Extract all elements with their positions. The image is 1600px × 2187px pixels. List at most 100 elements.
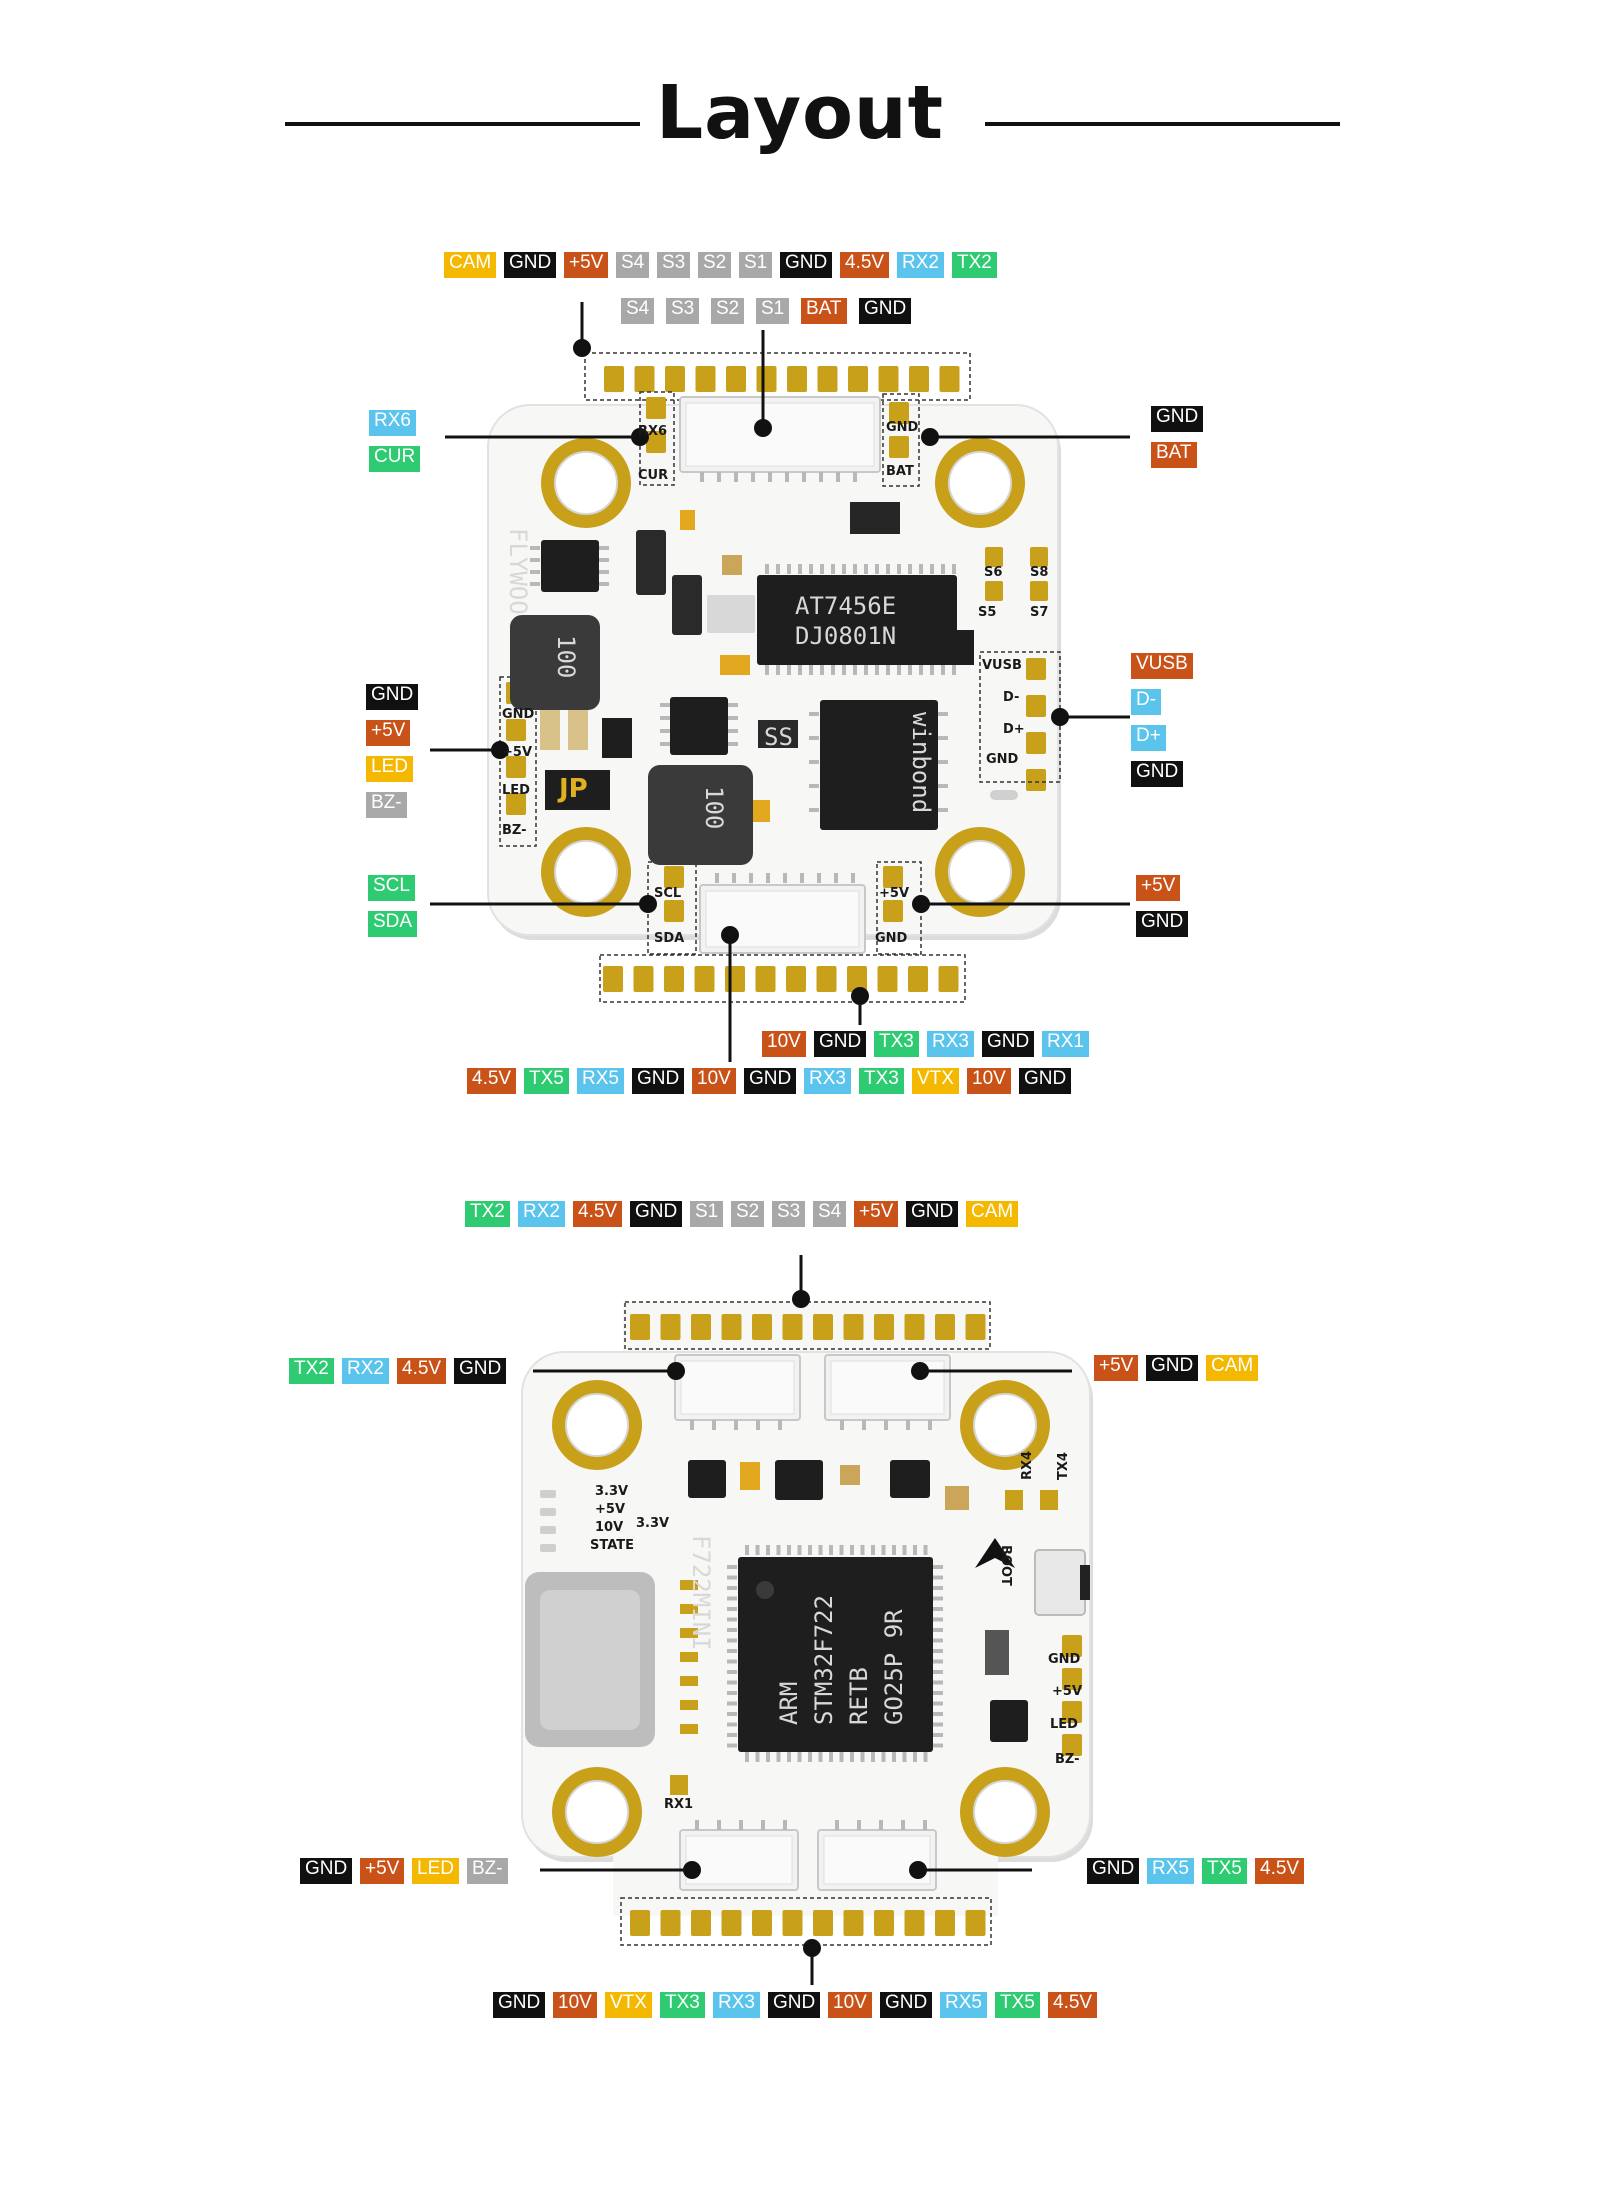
status-led [540, 1526, 556, 1534]
top-header-pin-label: S3 [657, 252, 691, 278]
bottom-top-header-pad [782, 1314, 803, 1340]
inductor-2 [648, 765, 753, 865]
diode-3 [950, 630, 974, 665]
top-header-pin-label: GND [780, 252, 833, 278]
mount-hole-bottom-right-bore [973, 1780, 1037, 1844]
diode-chip [636, 530, 666, 595]
mcu-pin [755, 1545, 760, 1555]
osd-pin [919, 564, 923, 574]
bottom-pin-label: GND [814, 1031, 867, 1057]
capacitor [568, 710, 588, 750]
osd-pin [765, 564, 769, 574]
silk-mcu-1: ARM [775, 1681, 803, 1725]
top-row1-dot [573, 339, 591, 357]
mcu-pin [913, 1545, 917, 1555]
tx4-pad [1040, 1490, 1058, 1510]
tant-cap [740, 1462, 760, 1490]
top-header-pin-label: TX2 [952, 252, 997, 278]
mcu-pin [933, 1607, 943, 1611]
bottom-header-outline [599, 954, 966, 1003]
mcu-pin [727, 1670, 737, 1674]
mcu-pin [776, 1752, 781, 1762]
bottom-jst-pin [783, 873, 787, 883]
usb-group-label: GND [1131, 761, 1184, 787]
osd-pin [941, 665, 945, 675]
usb-pad [1026, 658, 1046, 680]
osd-pin [930, 665, 934, 675]
mcu-pin [902, 1752, 907, 1762]
usb-group-label: VUSB [1131, 653, 1193, 679]
page-title: Layout [656, 70, 944, 156]
mcu-pin [727, 1565, 737, 1569]
usb-group-label: D+ [1131, 725, 1166, 751]
top-header-pin-label: 4.5V [840, 252, 890, 278]
bottom-board-bottom-pin-label: GND [768, 1992, 821, 2018]
mcu-pin [818, 1752, 823, 1762]
i2c-pad [664, 900, 684, 922]
mcu-pin [727, 1596, 737, 1601]
connector-pin [712, 1420, 716, 1430]
top-header-pad [848, 366, 868, 392]
osd-pin [776, 564, 780, 574]
top-header-pin-label-2: S1 [756, 298, 790, 324]
bottom-board-bottom-pin-label: GND [880, 1992, 933, 2018]
bottom-pin-label-2: TX3 [859, 1068, 904, 1094]
gnd-bat-label: GND [1151, 406, 1204, 432]
silk-osd-2: DJ0801N [795, 622, 897, 650]
flash-pin [938, 784, 948, 788]
regulator-pin [599, 558, 609, 562]
mcu-pin [727, 1586, 737, 1590]
regulator-pin [728, 716, 738, 720]
osd-pin [809, 564, 813, 574]
small-ic-4 [990, 1700, 1028, 1742]
mcu-pin [933, 1596, 943, 1601]
silk-rx6: RX6 [638, 424, 668, 439]
mcu-pin1-dot [756, 1581, 774, 1599]
connector-pin [690, 1420, 694, 1430]
top-header-pad [634, 366, 655, 392]
rx1-pad [670, 1775, 688, 1795]
top-header-pad [787, 366, 807, 392]
capacitor [840, 1465, 860, 1485]
bottom-pin-label-2: 4.5V [467, 1068, 517, 1094]
bottom-board-top-pin-label: S4 [813, 1201, 847, 1227]
osd-pin [875, 665, 879, 675]
osd-pin [886, 564, 890, 574]
flash-chip [820, 700, 938, 830]
top-jst-pin [768, 472, 772, 482]
bottom-header-pad [603, 966, 623, 992]
osd-pin [842, 665, 846, 675]
regulator-pin [530, 546, 540, 550]
bottom-bottom-header-pad [843, 1910, 864, 1936]
i2c-label: SDA [368, 911, 418, 937]
top-header-pad [726, 366, 746, 392]
top-header-pad [665, 366, 685, 392]
bottom-header-top-dot [792, 1290, 810, 1308]
mcu-pin [727, 1743, 737, 1748]
regulator-pin [599, 582, 609, 586]
regulator-pin [660, 729, 670, 733]
small-ic-3 [890, 1460, 930, 1498]
silk-inductor: 100 [552, 635, 580, 679]
bottom-board-led-label: +5V [360, 1858, 405, 1884]
right-bottom-conn-dot [909, 1861, 927, 1879]
silk-scl: SCL [654, 886, 682, 901]
silk-osd-1: AT7456E [795, 592, 897, 620]
bottom-board-uart5-label: GND [1087, 1858, 1140, 1884]
bottom-board-right-conn-label: GND [1146, 1355, 1199, 1381]
bottom-board-top-pin-label: S3 [772, 1201, 806, 1227]
bottom-top-header-pad [813, 1314, 833, 1340]
bottom-board-bottom-pin-label: VTX [605, 1992, 652, 2018]
capacitor [945, 1486, 969, 1510]
mcu-pin [933, 1670, 943, 1674]
osd-pin [820, 564, 824, 574]
bottom-bottom-header-pad [660, 1910, 681, 1936]
osd-pin [809, 665, 813, 675]
bottom-pin-label: RX1 [1042, 1031, 1089, 1057]
diode-chip-2 [672, 575, 702, 635]
i2c-dot [639, 895, 657, 913]
s5-s6-pad [985, 581, 1003, 601]
mcu-pin [787, 1545, 791, 1555]
silk-rx4: RX4 [1020, 1450, 1035, 1480]
mcu-pin [933, 1701, 943, 1706]
